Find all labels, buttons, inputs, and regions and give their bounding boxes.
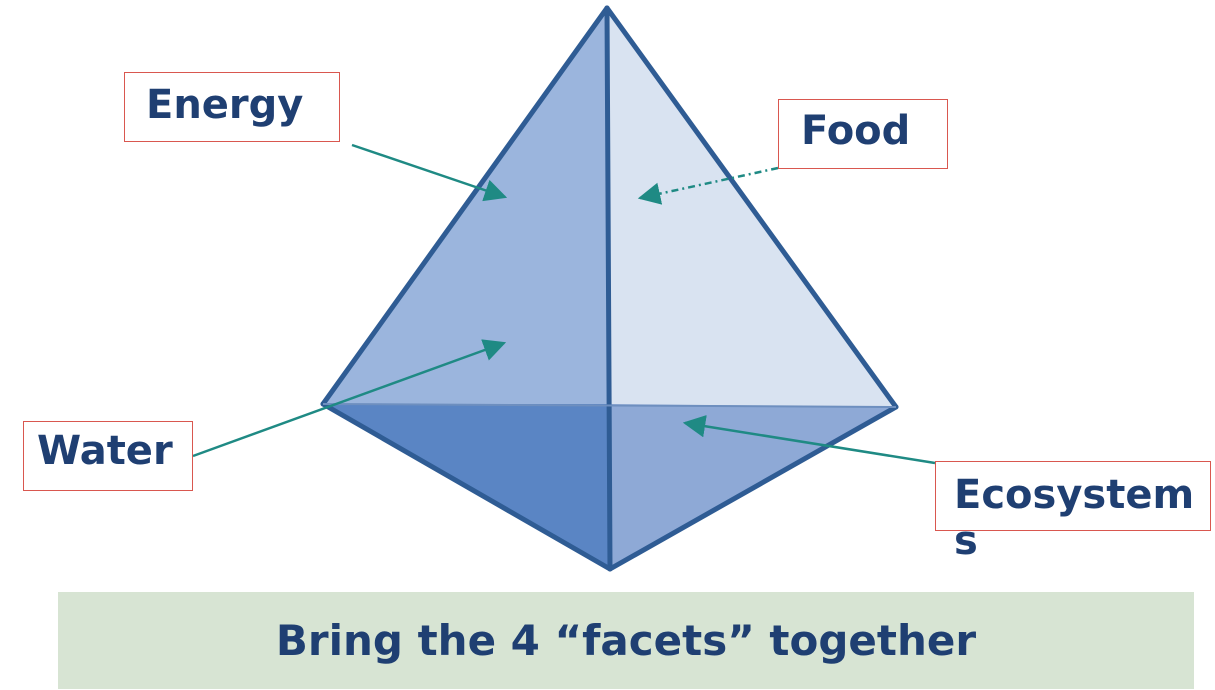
water-label-box	[23, 421, 193, 491]
energy-arrow	[351, 143, 508, 202]
water-arrow	[192, 339, 507, 458]
pyramid-edges	[320, 5, 899, 572]
ecosystems-arrow	[682, 415, 936, 465]
food-arrow	[637, 166, 779, 205]
energy-label-box	[124, 72, 340, 142]
food-label-box	[778, 99, 948, 169]
food-label: Food	[801, 108, 911, 154]
pyramid-hidden-base-edge	[322, 403, 897, 408]
summary-banner: Bring the 4 “facets” together	[58, 592, 1194, 689]
energy-label: Energy	[146, 82, 304, 128]
water-label: Water	[37, 428, 173, 474]
ecosystems-label: Ecosystems	[954, 472, 1195, 564]
ecosystems-label-box	[935, 461, 1211, 531]
summary-banner-text: Bring the 4 “facets” together	[275, 616, 977, 665]
